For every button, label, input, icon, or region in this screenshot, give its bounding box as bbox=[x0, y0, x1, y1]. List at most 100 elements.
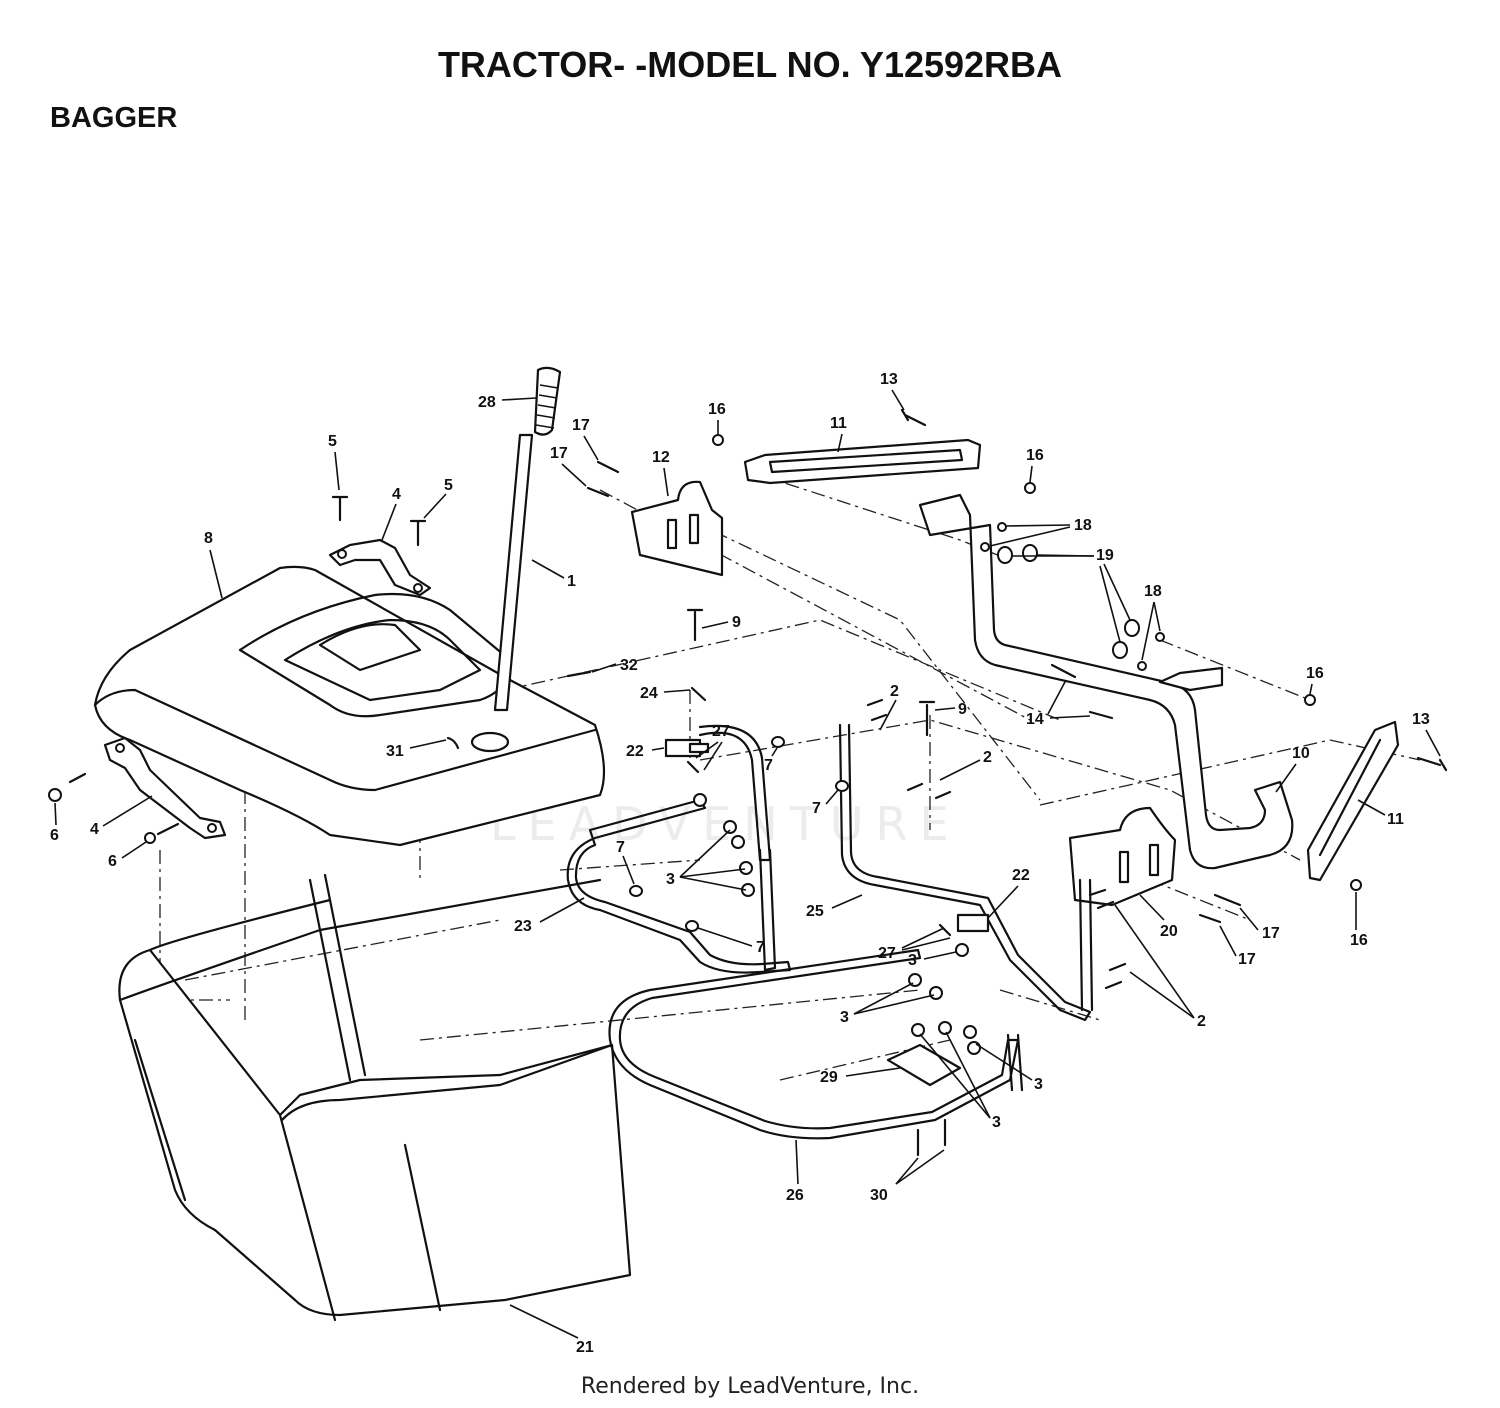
svg-text:11: 11 bbox=[1387, 811, 1404, 828]
svg-text:6: 6 bbox=[108, 853, 117, 870]
upper-strap bbox=[743, 438, 982, 485]
callout-3d: 3 bbox=[975, 1043, 1043, 1093]
callout-18b: 18 bbox=[1141, 583, 1162, 661]
svg-text:4: 4 bbox=[392, 486, 401, 503]
callout-11a: 11 bbox=[830, 415, 847, 453]
svg-text:27: 27 bbox=[878, 945, 896, 962]
plate-29 bbox=[886, 1043, 962, 1087]
callout-7c: 7 bbox=[616, 839, 635, 885]
callout-2c: 2 bbox=[1114, 904, 1206, 1030]
svg-text:5: 5 bbox=[328, 433, 337, 450]
svg-text:3: 3 bbox=[840, 1009, 849, 1026]
callout-3e: 3 bbox=[919, 1031, 1001, 1131]
callout-2a: 2 bbox=[879, 683, 899, 731]
svg-text:26: 26 bbox=[786, 1187, 804, 1204]
right-strap bbox=[1306, 720, 1400, 882]
callout-21: 21 bbox=[509, 1304, 594, 1356]
latch-22-right bbox=[956, 913, 990, 933]
callout-16d: 16 bbox=[1350, 892, 1368, 949]
callout-16c: 16 bbox=[1306, 665, 1324, 695]
side-handle bbox=[103, 736, 227, 840]
callout-2b: 2 bbox=[939, 749, 992, 781]
callout-6a: 6 bbox=[50, 802, 59, 844]
callout-17b: 17 bbox=[550, 445, 587, 487]
svg-text:7: 7 bbox=[756, 939, 765, 956]
callout-27a: 27 bbox=[695, 723, 730, 771]
svg-text:16: 16 bbox=[1350, 932, 1368, 949]
callout-14: 14 bbox=[1026, 679, 1091, 728]
svg-text:6: 6 bbox=[50, 827, 59, 844]
callout-25: 25 bbox=[806, 894, 863, 920]
callout-1: 1 bbox=[531, 559, 576, 590]
right-bracket bbox=[1068, 806, 1177, 907]
svg-text:7: 7 bbox=[616, 839, 625, 856]
callouts: 1 2 2 2 3 3 3 3 3 4 4 5 5 6 6 7 7 7 7 8 … bbox=[50, 371, 1441, 1356]
top-handle bbox=[328, 538, 432, 597]
callout-16b: 16 bbox=[1026, 447, 1044, 483]
svg-text:14: 14 bbox=[1026, 711, 1044, 728]
callout-12: 12 bbox=[652, 449, 670, 497]
svg-text:17: 17 bbox=[1262, 925, 1280, 942]
callout-6b: 6 bbox=[108, 841, 147, 870]
callout-30: 30 bbox=[870, 1149, 945, 1204]
callout-3b: 3 bbox=[908, 951, 957, 969]
svg-text:16: 16 bbox=[1306, 665, 1324, 682]
callout-17a: 17 bbox=[572, 417, 599, 461]
svg-text:3: 3 bbox=[1034, 1076, 1043, 1093]
svg-text:16: 16 bbox=[1026, 447, 1044, 464]
svg-text:3: 3 bbox=[908, 952, 917, 969]
callout-24: 24 bbox=[640, 685, 691, 702]
svg-text:9: 9 bbox=[958, 701, 967, 718]
callout-22a: 22 bbox=[626, 743, 665, 760]
svg-text:2: 2 bbox=[983, 749, 992, 766]
callout-23: 23 bbox=[514, 897, 585, 935]
svg-text:3: 3 bbox=[992, 1114, 1001, 1131]
svg-text:31: 31 bbox=[386, 743, 404, 760]
svg-text:29: 29 bbox=[820, 1069, 838, 1086]
svg-text:22: 22 bbox=[1012, 867, 1030, 884]
callout-11b: 11 bbox=[1357, 799, 1404, 828]
callout-22b: 22 bbox=[987, 867, 1030, 919]
svg-text:13: 13 bbox=[880, 371, 898, 388]
svg-text:20: 20 bbox=[1160, 923, 1178, 940]
callout-3c: 3 bbox=[840, 982, 935, 1026]
svg-text:16: 16 bbox=[708, 401, 726, 418]
callout-13b: 13 bbox=[1412, 711, 1441, 757]
svg-text:2: 2 bbox=[1197, 1013, 1206, 1030]
svg-text:18: 18 bbox=[1144, 583, 1162, 600]
callout-31: 31 bbox=[386, 739, 447, 760]
svg-text:8: 8 bbox=[204, 530, 213, 547]
callout-26: 26 bbox=[786, 1139, 804, 1204]
svg-text:23: 23 bbox=[514, 918, 532, 935]
svg-text:22: 22 bbox=[626, 743, 644, 760]
bag-body bbox=[118, 873, 632, 1322]
svg-text:11: 11 bbox=[830, 415, 847, 432]
bag-top bbox=[93, 565, 606, 847]
callout-19: 19 bbox=[1012, 547, 1131, 643]
page-title: TRACTOR- -MODEL NO. Y12592RBA bbox=[437, 44, 1063, 85]
svg-text:12: 12 bbox=[652, 449, 670, 466]
svg-text:17: 17 bbox=[1238, 951, 1256, 968]
footer-credit: Rendered by LeadVenture, Inc. bbox=[580, 1374, 920, 1399]
watermark: LEADVENTURE bbox=[490, 797, 949, 851]
callout-17d: 17 bbox=[1219, 925, 1256, 968]
latch-22-left bbox=[664, 738, 710, 758]
callout-4b: 4 bbox=[90, 795, 153, 838]
svg-text:17: 17 bbox=[572, 417, 590, 434]
callout-16a: 16 bbox=[708, 401, 726, 434]
hardware bbox=[48, 408, 1448, 1157]
callout-29: 29 bbox=[820, 1067, 901, 1086]
svg-text:21: 21 bbox=[576, 1339, 594, 1356]
callout-7d: 7 bbox=[697, 927, 765, 956]
svg-text:3: 3 bbox=[666, 871, 675, 888]
callout-28: 28 bbox=[478, 394, 537, 411]
callout-13a: 13 bbox=[880, 371, 905, 411]
callout-5b: 5 bbox=[423, 477, 453, 519]
svg-text:32: 32 bbox=[620, 657, 638, 674]
frame-rail-25 bbox=[838, 723, 1094, 1022]
svg-text:2: 2 bbox=[890, 683, 899, 700]
svg-text:10: 10 bbox=[1292, 745, 1310, 762]
svg-text:24: 24 bbox=[640, 685, 658, 702]
callout-9b: 9 bbox=[934, 701, 967, 718]
svg-text:30: 30 bbox=[870, 1187, 888, 1204]
